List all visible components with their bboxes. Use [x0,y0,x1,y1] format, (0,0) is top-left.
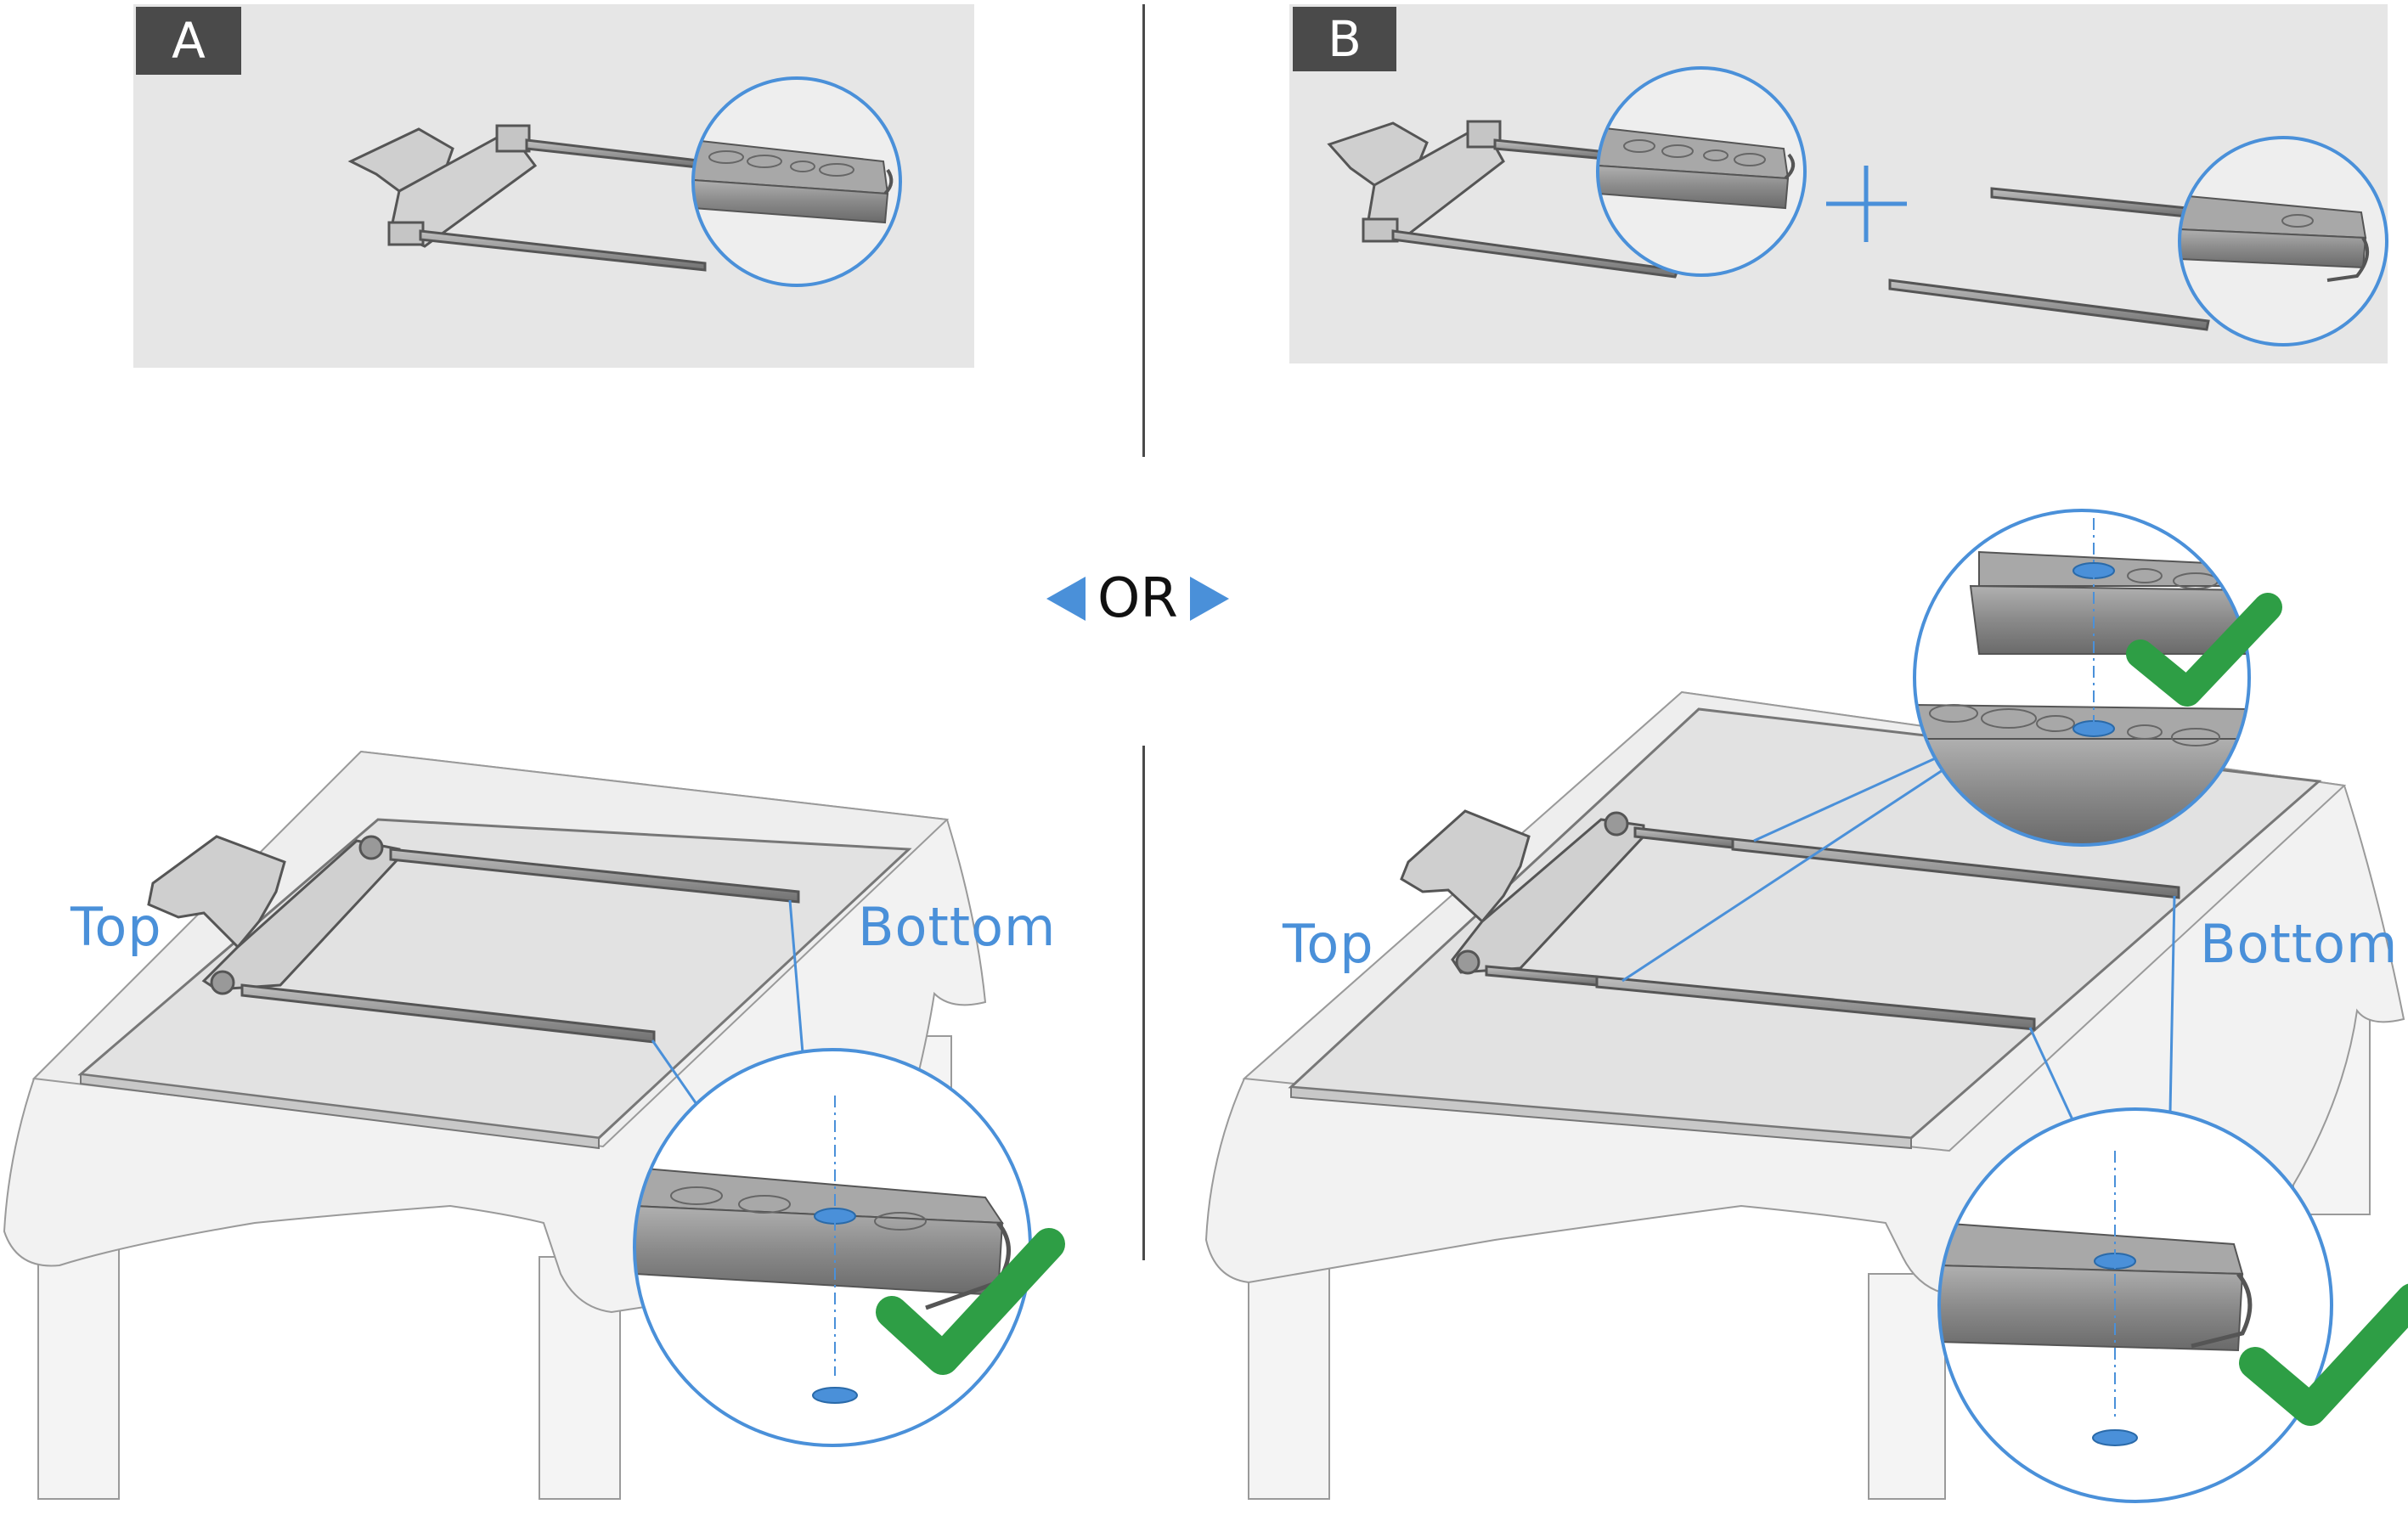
or-separator: OR [1046,567,1229,630]
panel-b-separate-rails [1888,187,2210,331]
panel-b-magnifier-circle-icon [1596,66,1807,277]
left-top-label: Top [70,896,162,958]
arrow-right-icon [1189,577,1229,621]
panel-b-zoom-1 [1598,68,1805,275]
right-bottom-magnifier-circle-icon [1937,1107,2333,1503]
right-bottom-zoom [1939,1109,2332,1501]
panel-a-magnifier-circle-icon [691,76,902,287]
left-zoom [634,1050,1030,1445]
right-top-label: Top [1283,913,1374,975]
arrow-left-icon [1046,577,1086,621]
panel-a-bracket [347,124,707,272]
left-bracket-assembly [147,835,800,1044]
or-text: OR [1097,567,1178,630]
right-bracket-assembly [1400,809,2180,1031]
divider-bottom [1142,746,1145,1260]
panel-b-badge: B [1293,7,1396,71]
panel-b-rail-magnifier-circle-icon [2178,136,2388,346]
right-bottom-label: Bottom [2200,913,2399,975]
right-top-magnifier-circle-icon [1913,509,2251,847]
panel-a-zoom [693,78,900,285]
right-bottom-checkmark-icon [2239,1283,2408,1426]
plus-icon [1826,166,1907,242]
left-bottom-label: Bottom [858,896,1057,958]
panel-b-bracket [1327,120,1680,279]
left-checkmark-icon [876,1228,1065,1375]
panel-b-zoom-2 [2180,138,2387,345]
divider-top [1142,4,1145,457]
right-top-checkmark-icon [2126,593,2282,707]
panel-a-badge: A [136,7,241,75]
